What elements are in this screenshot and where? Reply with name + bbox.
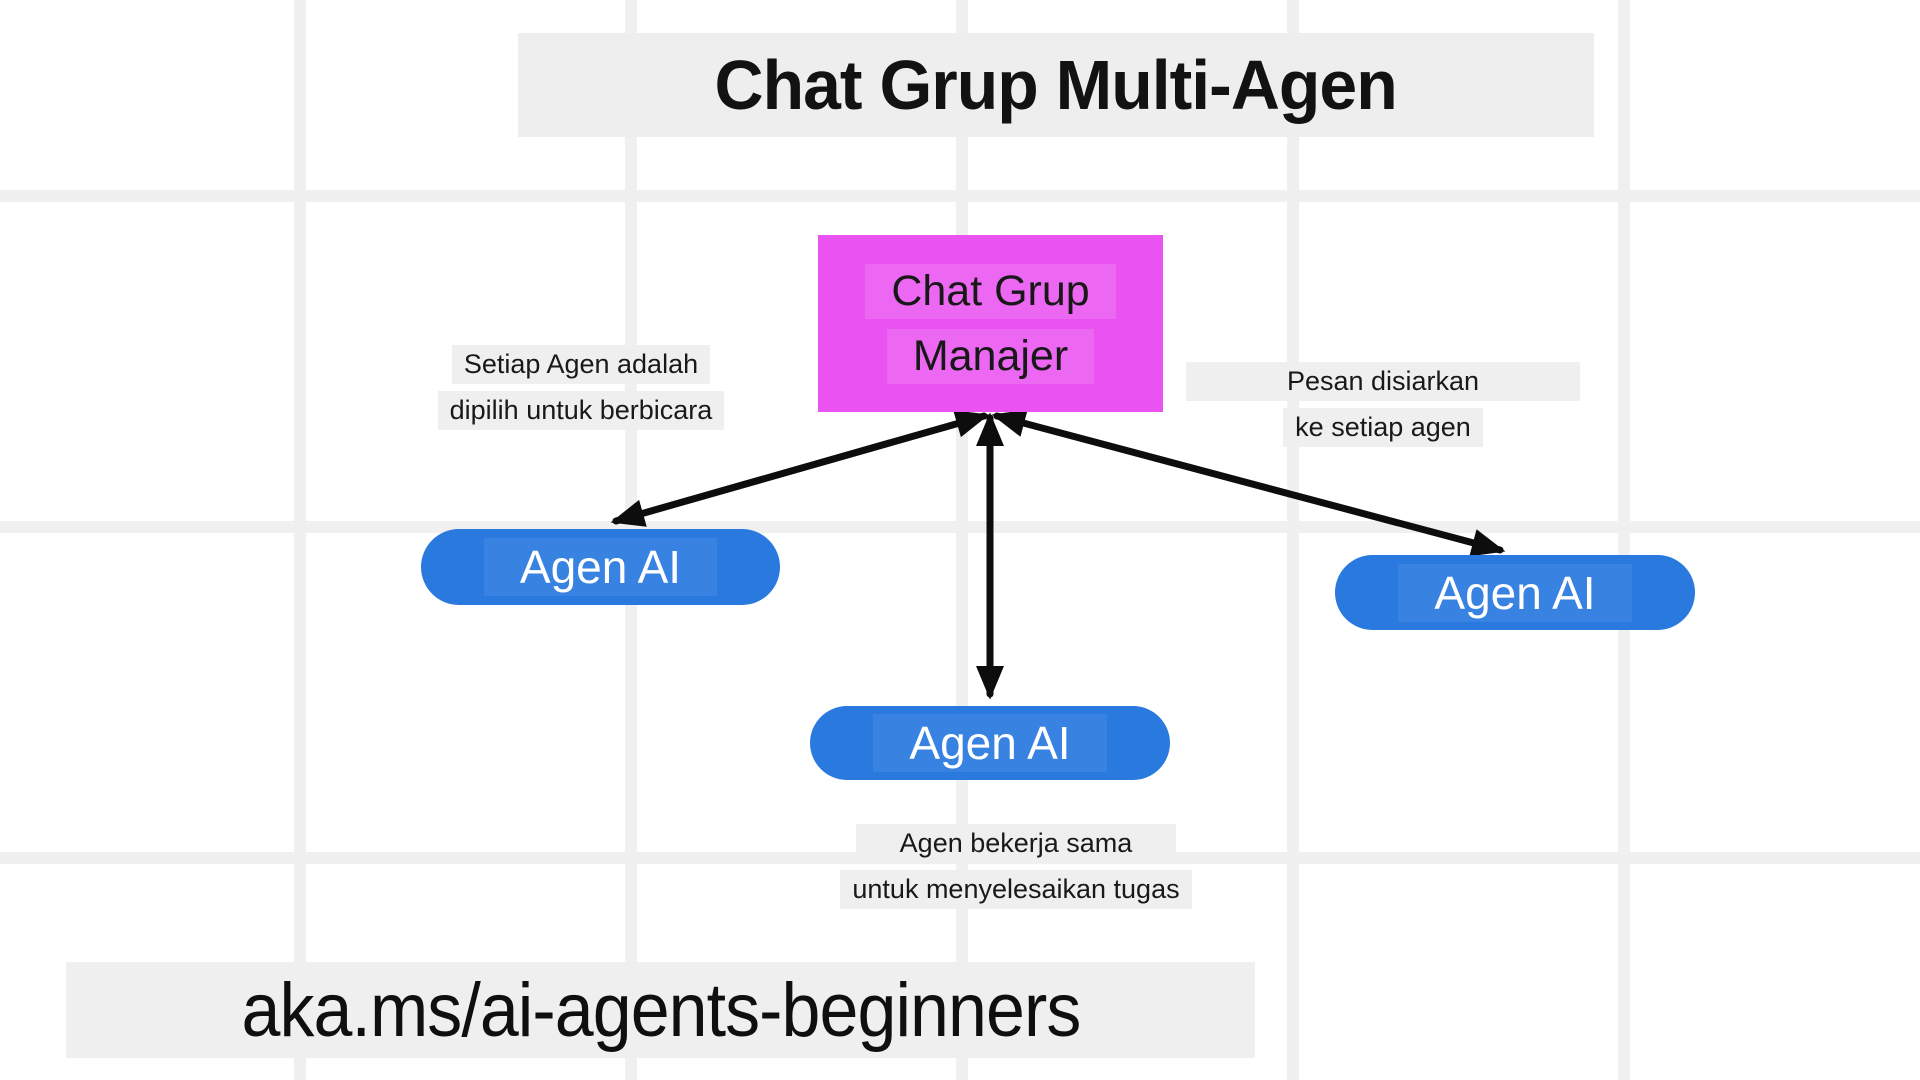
agent-node-right: Agen AI: [1335, 555, 1695, 630]
manager-label-line-2: Manajer: [886, 328, 1095, 384]
page-title: Chat Grup Multi-Agen: [714, 46, 1398, 124]
annotation-selection: Setiap Agen adalah dipilih untuk berbica…: [433, 345, 729, 430]
agent-label: Agen AI: [873, 714, 1107, 772]
annotation-line: Setiap Agen adalah: [451, 345, 711, 384]
manager-node: Chat Grup Manajer: [818, 235, 1163, 412]
annotation-line: untuk menyelesaikan tugas: [840, 870, 1192, 909]
annotation-broadcast: Pesan disiarkan ke setiap agen: [1186, 362, 1580, 447]
title-box: Chat Grup Multi-Agen: [518, 33, 1594, 137]
footer-url: aka.ms/ai-agents-beginners: [241, 967, 1081, 1053]
annotation-line: dipilih untuk berbicara: [437, 391, 725, 430]
agent-node-center: Agen AI: [810, 706, 1170, 780]
annotation-collaboration: Agen bekerja sama untuk menyelesaikan tu…: [840, 824, 1192, 909]
annotation-line: Agen bekerja sama: [856, 824, 1176, 863]
footer-bar: aka.ms/ai-agents-beginners: [66, 962, 1255, 1058]
manager-label-line-1: Chat Grup: [865, 263, 1116, 319]
agent-node-left: Agen AI: [421, 529, 780, 605]
arrow-manager-to-left-agent: [610, 410, 990, 527]
agent-label: Agen AI: [483, 538, 718, 596]
annotation-line: Pesan disiarkan: [1186, 362, 1580, 401]
annotation-line: ke setiap agen: [1283, 408, 1483, 447]
agent-label: Agen AI: [1398, 563, 1632, 622]
